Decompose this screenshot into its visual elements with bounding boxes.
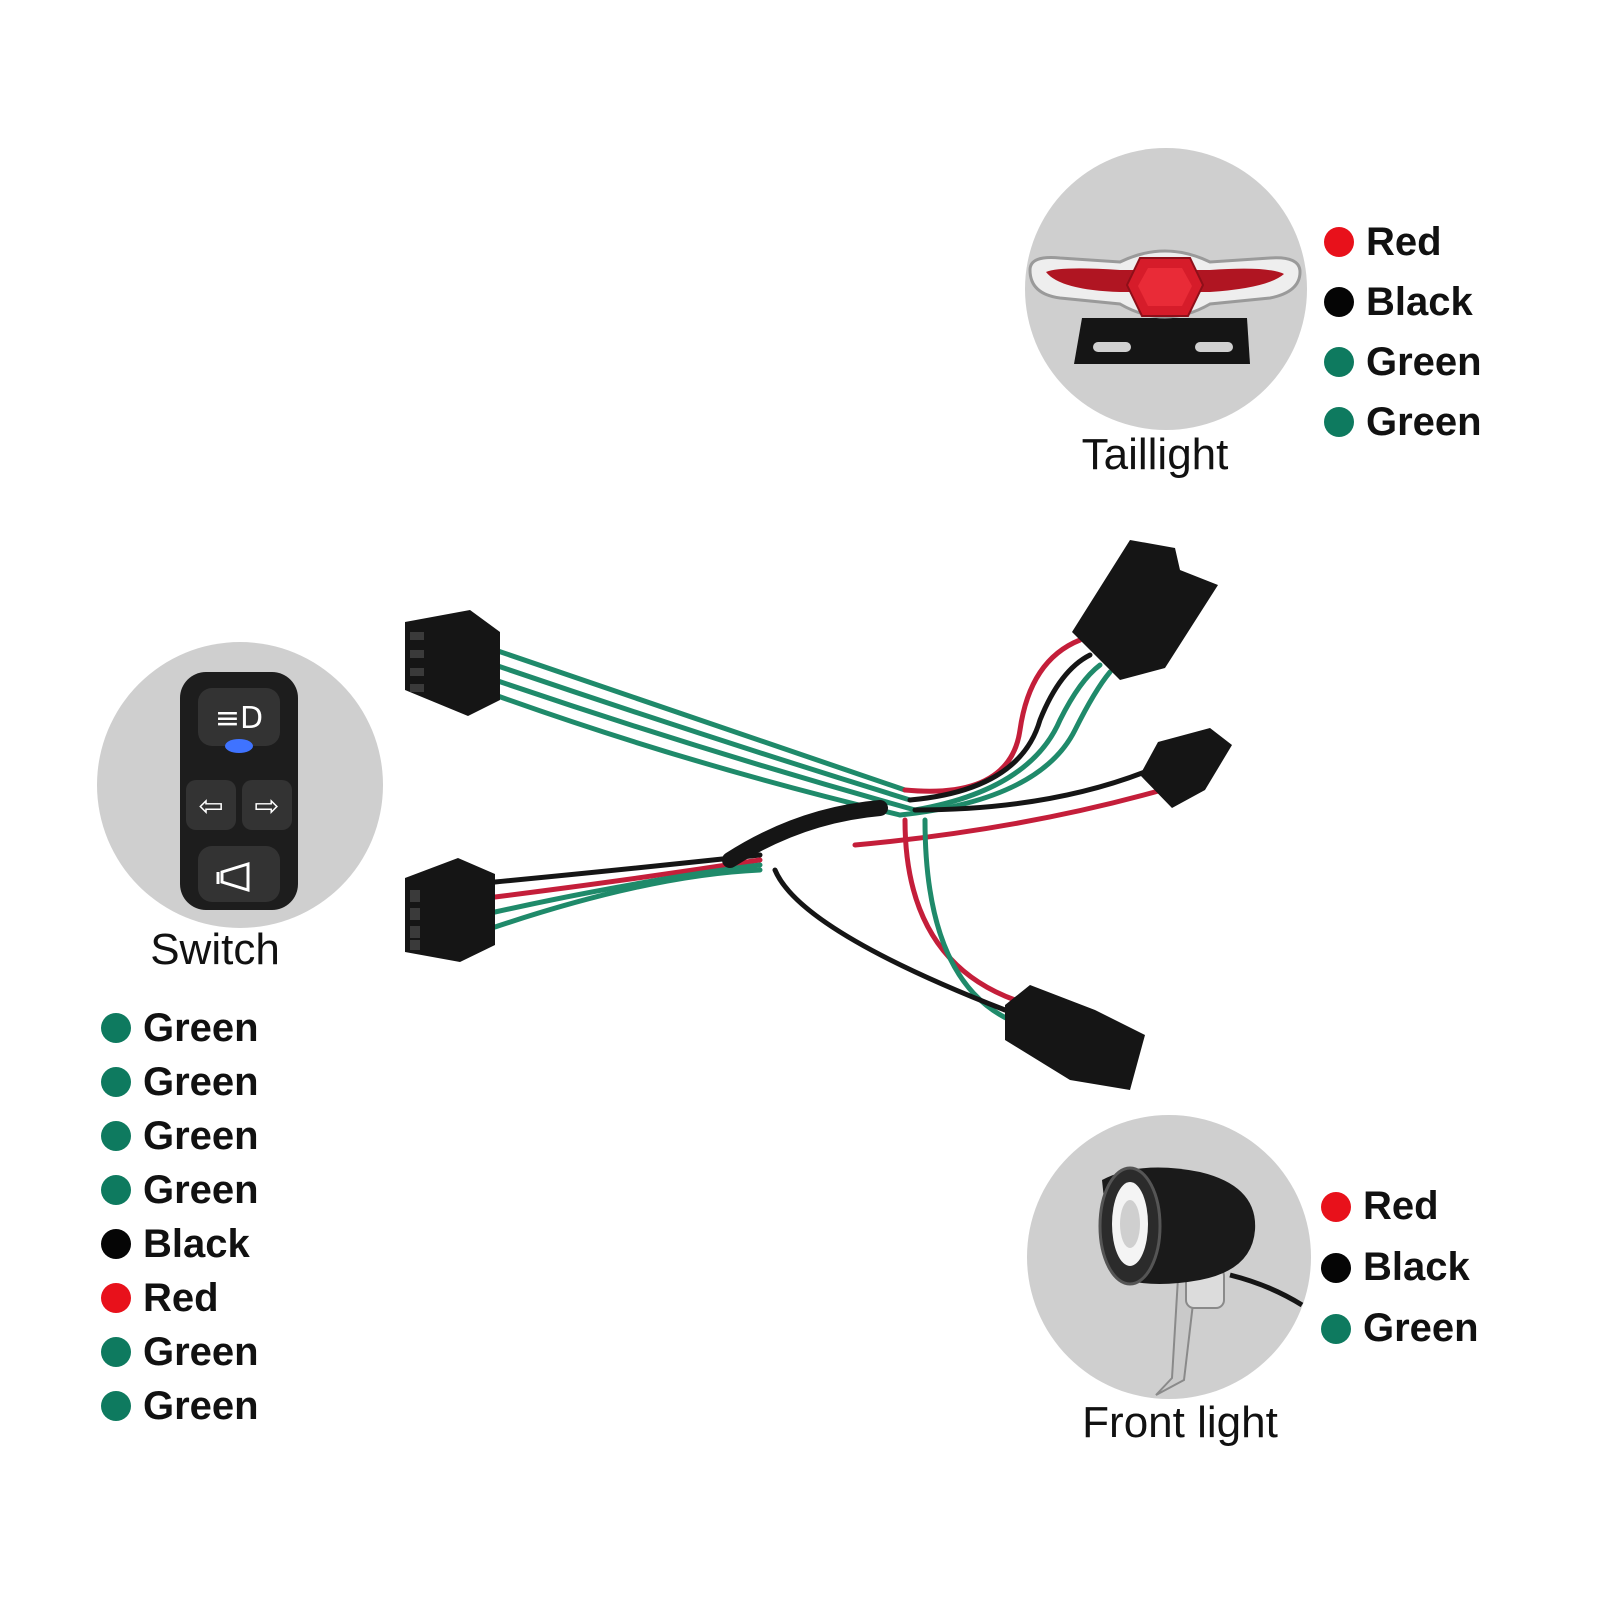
wire-color-dot-icon [1321,1313,1351,1344]
front-light-label: Front light [1082,1398,1278,1447]
wire-color-dot-icon [101,1013,131,1043]
wire-color-dot-icon [1324,347,1354,377]
connector-front-light [1005,985,1145,1090]
connector-taillight [1072,540,1218,680]
legend-label: Green [143,1005,259,1050]
wire-color-dot-icon [1321,1252,1351,1283]
legend-item: Green [101,1325,259,1379]
wire-segment [492,662,913,803]
wire-segment [912,767,1153,813]
wire-sleeve [722,800,888,868]
legend-item: Green [101,1379,259,1433]
legend-item: Black [101,1217,259,1271]
wire-color-dot-icon [101,1121,131,1151]
wire-color-dot-icon [101,1229,131,1259]
connector-switch-top [405,610,500,716]
taillight-label: Taillight [1081,430,1229,479]
legend-label: Red [1363,1184,1439,1228]
taillight-disc [1025,148,1307,430]
legend-item: Green [101,1163,259,1217]
wire-color-dot-icon [101,1175,131,1205]
legend-label: Green [1366,399,1482,444]
wire-segment [902,817,1018,1003]
legend-item: Green [1324,392,1482,452]
wire-segment [492,647,908,793]
legend-item: Green [101,1055,259,1109]
legend-label: Green [143,1167,259,1212]
wire-segment [907,652,1093,803]
wire-segment [912,662,1103,813]
legend-item: Green [1324,332,1482,392]
wire-segment [897,669,1113,818]
legend-item: Red [101,1271,259,1325]
wire-color-dot-icon [1324,407,1354,437]
wire-segment [492,692,903,818]
switch-disc [97,642,383,928]
legend-item: Red [1324,212,1482,272]
switch-label: Switch [150,925,280,974]
wire-color-dot-icon [1324,227,1354,257]
wire-segment [902,637,1083,794]
connector-front-light-small [1140,728,1232,808]
wire-segment [492,862,763,915]
wire-color-dot-icon [1321,1191,1351,1222]
front-light-disc [1027,1115,1311,1399]
legend-label: Green [143,1383,259,1428]
wire-color-dot-icon [101,1067,131,1097]
wire-color-dot-icon [1324,287,1354,317]
legend-label: Green [1363,1306,1479,1350]
legend-item: Red [1321,1176,1479,1237]
wire-color-dot-icon [101,1391,131,1421]
legend-label: Black [143,1221,250,1266]
wire-segment [772,867,1008,1013]
legend-label: Black [1366,279,1473,324]
legend-label: Black [1363,1245,1470,1289]
legend-label: Red [143,1275,219,1320]
legend-label: Green [143,1113,259,1158]
wire-segment [492,857,763,900]
wire-segment [492,867,763,930]
wire-segment [852,787,1165,848]
wire-color-dot-icon [101,1283,131,1313]
legend-label: Green [1366,339,1482,384]
legend-item: Black [1324,272,1482,332]
wire-segment [492,677,918,813]
legend-item: Green [1321,1298,1479,1359]
legend-item: Green [101,1001,259,1055]
wire-segment [492,852,763,885]
legend-label: Red [1366,219,1442,264]
legend-item: Green [101,1109,259,1163]
wire-color-dot-icon [101,1337,131,1367]
connector-switch-bottom [405,858,495,962]
legend-label: Green [143,1329,259,1374]
legend-item: Black [1321,1237,1479,1298]
legend-label: Green [143,1059,259,1104]
wire-segment [922,817,1013,1023]
